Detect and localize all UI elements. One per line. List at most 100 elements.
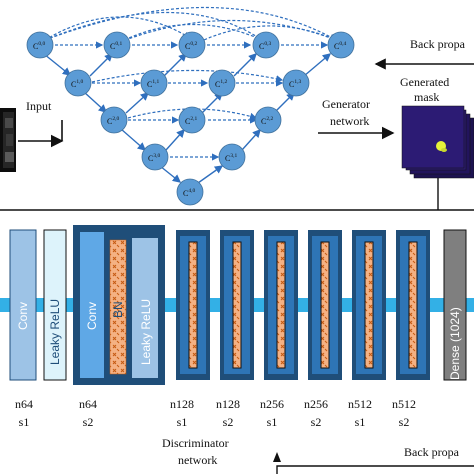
discriminator-label-line2: network: [178, 453, 217, 467]
column-filters-label: n128: [216, 397, 240, 411]
node-label: C0,1: [110, 41, 122, 51]
node-n30: C3,0: [141, 143, 169, 171]
node-circle: [26, 31, 54, 59]
column-stride-label: s1: [19, 415, 30, 429]
node-label-base: C: [259, 42, 264, 51]
conv-bn-relu-block-3: [264, 230, 298, 380]
block-bn: [364, 241, 374, 369]
conv-block-2: [80, 232, 104, 378]
node-label: C2,1: [185, 116, 197, 126]
node-label-base: C: [225, 154, 230, 163]
node-label-base: C: [185, 42, 190, 51]
generator-network-label-line2: network: [330, 114, 369, 128]
node-n12: C1,2: [208, 69, 236, 97]
node-n22: C2,2: [254, 106, 282, 134]
node-label-sup: 4,0: [188, 188, 195, 194]
node-label-sup: 1,2: [220, 79, 227, 85]
node-label-base: C: [215, 80, 220, 89]
conv-bn-relu-block-1: [176, 230, 210, 380]
back-prop-line-bottom: [276, 465, 474, 474]
column-stride-label: s1: [355, 415, 366, 429]
top-skip-arrows: [44, 6, 338, 45]
column-stride-label: s1: [177, 415, 188, 429]
block-bn: [320, 241, 330, 369]
column-filters-label: n64: [79, 397, 97, 411]
node-label-sup: 3,1: [230, 153, 237, 159]
node-label-sup: 0,1: [115, 41, 122, 47]
node-label-base: C: [33, 42, 38, 51]
node-n00: C0,0: [26, 31, 54, 59]
node-label-sup: 0,4: [339, 41, 346, 47]
node-n11: C1,1: [140, 69, 168, 97]
node-label-sup: 2,0: [112, 116, 119, 122]
dense-block: [443, 229, 467, 381]
node-label-base: C: [183, 189, 188, 198]
column-stride-label: s2: [311, 415, 322, 429]
column-stride-label: s1: [267, 415, 278, 429]
input-label: Input: [26, 99, 52, 113]
generated-mask-label-line1: Generated: [400, 75, 449, 89]
node-n03: C0,3: [252, 31, 280, 59]
conv-block-2-text: Conv: [85, 302, 99, 330]
node-label-base: C: [261, 117, 266, 126]
node-label-sup: 0,0: [38, 41, 45, 47]
node-label: C1,3: [289, 79, 301, 89]
node-circle: [254, 106, 282, 134]
block-bn: [232, 241, 242, 369]
node-circle: [327, 31, 355, 59]
node-label-base: C: [110, 42, 115, 51]
back-prop-arrowhead-bottom: [273, 452, 281, 462]
generated-mask-stack: [401, 105, 474, 179]
leaky-relu-block-2-text: Leaky ReLU: [139, 299, 153, 365]
node-n40: C4,0: [176, 178, 204, 206]
node-circle: [208, 69, 236, 97]
node-n20: C2,0: [100, 106, 128, 134]
generated-mask-label-line2: mask: [414, 90, 439, 104]
node-circle: [103, 31, 131, 59]
conv-bn-relu-block-2: [220, 230, 254, 380]
node-circle: [218, 143, 246, 171]
node-label-base: C: [148, 154, 153, 163]
column-filters-label: n512: [392, 397, 416, 411]
leaky-relu-block-1-text: Leaky ReLU: [48, 299, 62, 365]
node-circle: [178, 106, 206, 134]
node-circle: [178, 31, 206, 59]
repeated-blocks: [176, 230, 430, 380]
node-label: C3,0: [148, 153, 160, 163]
bn-block: [109, 239, 127, 375]
bn-block-text: BN: [111, 301, 125, 318]
column-stride-label: s2: [223, 415, 234, 429]
path-arrows: [43, 53, 332, 184]
node-circle: [140, 69, 168, 97]
node-n02: C0,2: [178, 31, 206, 59]
node-circle: [100, 106, 128, 134]
node-label: C0,3: [259, 41, 271, 51]
leaky-relu-block-1: [43, 229, 67, 381]
leaky-relu-block-2: [132, 238, 158, 378]
node-label: C1,2: [215, 79, 227, 89]
node-label: C3,1: [225, 153, 237, 163]
node-label-base: C: [289, 80, 294, 89]
conv-block-1-text: Conv: [16, 302, 30, 330]
block-bn: [408, 241, 418, 369]
node-label-sup: 1,3: [294, 79, 301, 85]
node-label: C0,2: [185, 41, 197, 51]
node-label: C1,0: [71, 79, 83, 89]
conv-bn-relu-block-6: [396, 230, 430, 380]
node-label-base: C: [334, 42, 339, 51]
node-n21: C2,1: [178, 106, 206, 134]
node-n01: C0,1: [103, 31, 131, 59]
node-circle: [141, 143, 169, 171]
node-circle: [282, 69, 310, 97]
node-label-base: C: [107, 117, 112, 126]
node-label: C2,2: [261, 116, 273, 126]
node-label-sup: 3,0: [153, 153, 160, 159]
node-label: C0,0: [33, 41, 45, 51]
conv-bn-relu-block-5: [352, 230, 386, 380]
node-label-sup: 1,0: [76, 79, 83, 85]
node-label-sup: 0,3: [264, 41, 271, 47]
node-label-sup: 0,2: [190, 41, 197, 47]
layer-parameter-labels: n64s1n64s2n128s1n128s2n256s1n256s2n512s1…: [15, 397, 416, 429]
discriminator-label-line1: Discriminator: [162, 436, 229, 450]
